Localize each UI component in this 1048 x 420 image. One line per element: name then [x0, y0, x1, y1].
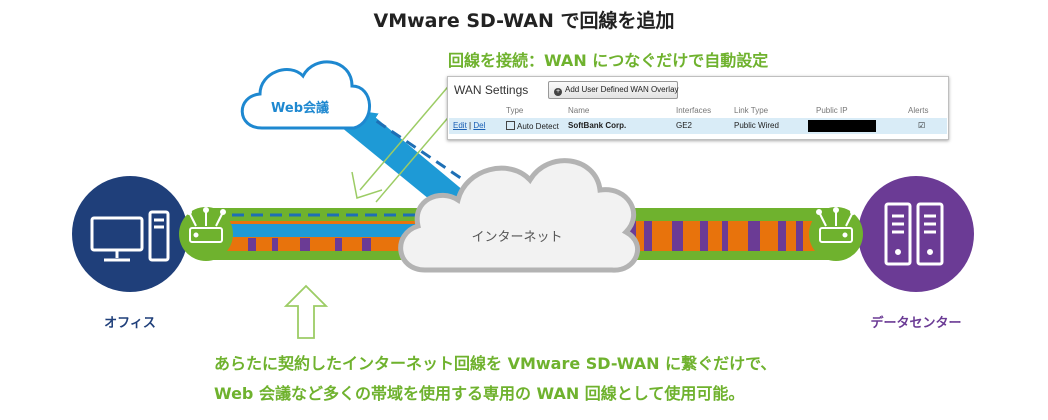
flow-packet-purple [644, 221, 652, 251]
new-line-blue-flow [190, 224, 420, 237]
web-meeting-label: Web会議 [271, 100, 329, 116]
flow-packet-purple [672, 221, 683, 251]
flow-packet-purple [748, 221, 760, 251]
flow-packet-purple [778, 221, 786, 251]
flow-packet-purple [248, 238, 256, 251]
web-meeting-traffic-path [330, 102, 470, 208]
flow-packet-purple [722, 221, 728, 251]
office-circle [72, 176, 188, 292]
flow-packet-purple [700, 221, 708, 251]
column-header-link-type: Link Type [734, 106, 769, 115]
cloud-icon [240, 60, 371, 130]
flow-packet-purple [272, 238, 278, 251]
column-header-interfaces: Interfaces [676, 106, 712, 115]
cell-name: SoftBank Corp. [568, 121, 627, 130]
column-header-alerts: Alerts [908, 106, 929, 115]
add-wan-overlay-label: Add User Defined WAN Overlay [565, 85, 679, 94]
flow-packet-purple [335, 238, 342, 251]
upward-arrow-icon [283, 284, 329, 339]
internet-cloud: インターネット [398, 158, 640, 273]
delete-link[interactable]: Del [473, 121, 486, 130]
office-computer-icon [90, 210, 170, 262]
cell-public-ip-redacted [808, 120, 876, 132]
flow-packet-purple [300, 238, 310, 251]
office-node [72, 176, 188, 292]
cell-type: Auto Detect [506, 121, 559, 131]
datacenter-label: データセンター [870, 316, 962, 331]
flow-packet-purple [796, 221, 803, 251]
datacenter-node [858, 176, 974, 292]
column-header-type: Type [506, 106, 524, 115]
edit-link[interactable]: Edit [453, 121, 467, 130]
office-label: オフィス [104, 316, 156, 331]
device-icon [506, 121, 515, 130]
connect-arrow-head [351, 171, 383, 199]
wan-settings-panel: WAN Settings +Add User Defined WAN Overl… [447, 76, 949, 140]
alerts-checkbox[interactable]: ☑ [918, 121, 926, 130]
datacenter-circle [858, 176, 974, 292]
bottom-caption-line-1: あらたに契約したインターネット回線を VMware SD-WAN に繋ぐだけで、 [214, 354, 777, 373]
wan-settings-title: WAN Settings [454, 83, 529, 97]
sdwan-edge-icon [186, 207, 226, 243]
office-edge-device [179, 207, 233, 261]
datacenter-edge-device [809, 207, 863, 261]
cell-link-type: Public Wired [734, 121, 779, 130]
action-separator: | [469, 121, 472, 130]
server-rack-icon [884, 202, 944, 266]
sdwan-edge-icon [816, 207, 856, 243]
column-header-public-ip: Public IP [816, 106, 848, 115]
bottom-caption: あらたに契約したインターネット回線を VMware SD-WAN に繋ぐだけで、… [214, 349, 776, 409]
connect-caption: 回線を接続：WAN につなぐだけで自動設定 [448, 51, 769, 70]
cloud-icon [398, 158, 640, 273]
web-meeting-cloud: Web会議 [240, 60, 371, 130]
cell-type-text: Auto Detect [517, 122, 559, 131]
column-header-name: Name [568, 106, 590, 115]
row-actions: Edit | Del [453, 121, 485, 130]
flow-packet-purple [362, 238, 371, 251]
bottom-caption-line-2: Web 会議など多くの帯域を使用する専用の WAN 回線として使用可能。 [214, 384, 745, 403]
plus-icon: + [554, 88, 562, 96]
cell-interface: GE2 [676, 121, 693, 130]
internet-label: インターネット [471, 230, 562, 245]
connect-arrow-line-a [359, 81, 453, 191]
add-wan-overlay-button[interactable]: +Add User Defined WAN Overlay [548, 81, 679, 99]
page-title: VMware SD-WAN で回線を追加 [373, 10, 675, 32]
